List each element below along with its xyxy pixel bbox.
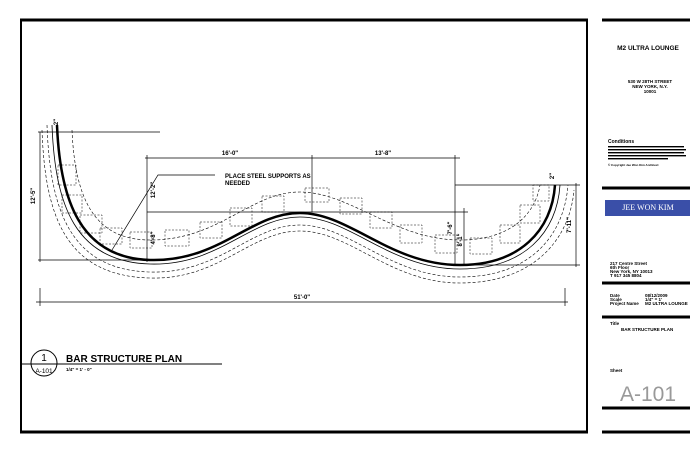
bar-outline-dashed xyxy=(46,124,569,278)
project-name-label: Project Name xyxy=(610,301,639,306)
dimension-lines xyxy=(36,131,580,306)
address-line-1: 530 W 28TH STREET xyxy=(628,79,673,84)
drawing-title: 1 A-101 BAR STRUCTURE PLAN 1/4" = 1' - 0… xyxy=(20,349,222,377)
bar-plan xyxy=(41,124,575,284)
firm-logo-text: JEE WON KIM xyxy=(622,203,673,212)
dim-mid-left-lower: 4'-8" xyxy=(151,231,157,244)
drawing-title-text: BAR STRUCTURE PLAN xyxy=(66,354,182,365)
drawing-scale: 1/4" = 1' - 0" xyxy=(66,367,92,372)
date-value: 08/12/2009 xyxy=(645,293,668,298)
title-value: BAR STRUCTURE PLAN xyxy=(621,327,673,332)
address-line-2: NEW YORK, N.Y. xyxy=(632,84,667,89)
detail-sheet: A-101 xyxy=(35,368,53,375)
dim-top-left: 16'-0" xyxy=(222,151,238,157)
bar-top-dashed xyxy=(71,129,541,241)
copyright: © Copyright Jee Won Kim Architect xyxy=(608,163,659,167)
title-label: Title xyxy=(610,321,620,326)
scale-label: Scale xyxy=(610,297,622,302)
note-line-1: PLACE STEEL SUPPORTS AS xyxy=(225,174,311,180)
firm-address-1: 217 Centre Street xyxy=(610,261,648,266)
dim-top-right: 13'-8" xyxy=(375,151,391,157)
bar-inner-line xyxy=(51,124,561,270)
dim-end-left: 2" xyxy=(54,119,60,125)
project-name-value: M2 ULTRA LOUNGE xyxy=(645,301,688,306)
firm-address-2: 6th Floor xyxy=(610,265,629,270)
firm-logo xyxy=(605,200,690,216)
firm-address-4: T 917 345 8804 xyxy=(610,273,642,278)
detail-number: 1 xyxy=(41,353,47,364)
scale-value: 1/4" = 1' xyxy=(645,297,662,302)
conditions-text xyxy=(608,146,686,160)
dim-overall: 51'-0" xyxy=(294,295,310,301)
sheet-label: Sheet xyxy=(610,368,623,373)
sheet-border xyxy=(20,18,588,434)
dim-mid-right-b: 8'-1" xyxy=(458,233,464,246)
bar-counter-line xyxy=(55,124,557,267)
address-line-3: 10001 xyxy=(644,89,657,94)
note-line-2: NEEDED xyxy=(225,181,251,187)
dim-end-right: 2" xyxy=(550,173,556,179)
sheet-number: A-101 xyxy=(620,383,676,406)
dimension-labels: 12'-5" 16'-0" 13'-8" 51'-0" 7'-11" 12'-2… xyxy=(31,119,573,301)
bar-outline-dashed xyxy=(41,129,575,284)
dim-mid-right-a: 7'-6" xyxy=(448,221,454,234)
dim-left-height: 12'-5" xyxy=(31,188,37,204)
firm-address-3: New York, NY 10013 xyxy=(610,269,653,274)
conditions-heading: Conditions xyxy=(608,139,634,145)
date-label: Date xyxy=(610,293,620,298)
dim-right-height: 7'-11" xyxy=(567,217,573,233)
dim-mid-left-upper: 12'-2" xyxy=(151,182,157,198)
title-block: M2 ULTRA LOUNGE 530 W 28TH STREET NEW YO… xyxy=(602,18,690,434)
project-name: M2 ULTRA LOUNGE xyxy=(617,45,679,52)
